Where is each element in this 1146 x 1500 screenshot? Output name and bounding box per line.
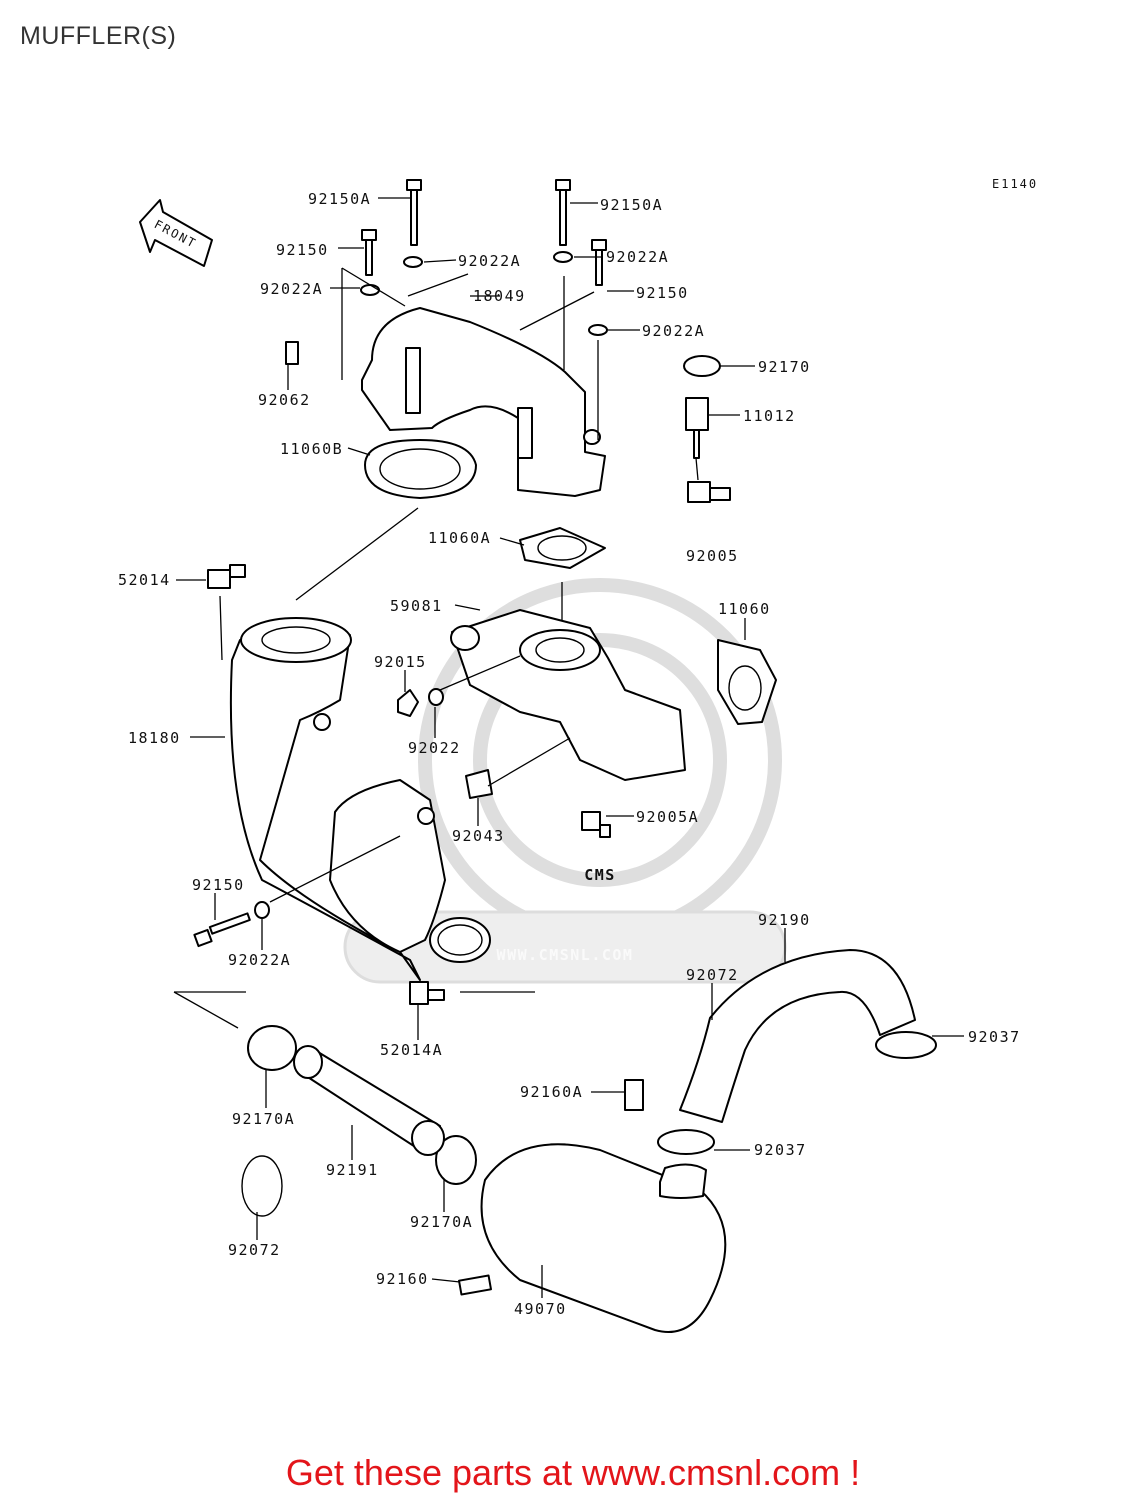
callout: 92170A xyxy=(232,1110,295,1128)
callout: 92005A xyxy=(636,808,699,826)
callout: 92072 xyxy=(686,966,739,984)
water-outlet-59081 xyxy=(450,609,686,781)
callout: 11060 xyxy=(718,600,771,618)
callout: 92150A xyxy=(308,190,371,208)
callout: 59081 xyxy=(390,597,443,615)
bolt-92150a-right xyxy=(555,179,571,246)
callout: 92022A xyxy=(260,280,323,298)
callout: 92037 xyxy=(968,1028,1021,1046)
callout: 92022A xyxy=(458,252,521,270)
page-title: MUFFLER(S) xyxy=(20,22,177,50)
tail-pipe-92190 xyxy=(679,949,916,1123)
clamps-lower xyxy=(241,1025,937,1217)
callout: 92190 xyxy=(758,911,811,929)
watermark-logo: CMS xyxy=(584,866,616,884)
gasket-11060b xyxy=(364,439,477,499)
callout: 92062 xyxy=(258,391,311,409)
parts-diagram: CMS WWW.CMSNL.COM FRONT E1140 xyxy=(118,177,1038,1333)
callouts: 92150A 92150A 92150 92022A 92022A 18049 … xyxy=(118,190,1021,1318)
callout: 92150 xyxy=(276,241,329,259)
bolt-92150-lower xyxy=(193,912,251,948)
callout: 11012 xyxy=(743,407,796,425)
callout: 49070 xyxy=(514,1300,567,1318)
gasket-11060a xyxy=(519,527,606,569)
callout: 92022 xyxy=(408,739,461,757)
callout: 92043 xyxy=(452,827,505,845)
callout: 92015 xyxy=(374,653,427,671)
front-arrow-icon: FRONT xyxy=(139,199,213,267)
callout: 92170 xyxy=(758,358,811,376)
bolt-92150-right xyxy=(591,239,607,286)
gasket-11060 xyxy=(717,639,777,725)
expansion-chamber-18180 xyxy=(229,617,491,981)
callout: 92150 xyxy=(636,284,689,302)
callout: 11060A xyxy=(428,529,491,547)
callout: 11060B xyxy=(280,440,343,458)
watermark-url: WWW.CMSNL.COM xyxy=(497,946,634,964)
clamp-92170 xyxy=(683,355,721,377)
callout: 18049 xyxy=(473,287,526,305)
callout: 52014 xyxy=(118,571,171,589)
footer-link[interactable]: Get these parts at www.cmsnl.com ! xyxy=(285,1452,861,1493)
callout: 92170A xyxy=(410,1213,473,1231)
leader-lines xyxy=(173,197,964,1298)
callout: 92072 xyxy=(228,1241,281,1259)
bolt-92150-left xyxy=(361,229,377,276)
callout: 92037 xyxy=(754,1141,807,1159)
callout: 92160A xyxy=(520,1083,583,1101)
exhaust-pipe-18049 xyxy=(361,307,606,497)
muffler-49070 xyxy=(458,1079,727,1333)
callout: 92160 xyxy=(376,1270,429,1288)
callout: 52014A xyxy=(380,1041,443,1059)
callout: 92022A xyxy=(228,951,291,969)
bolt-92150a-left xyxy=(406,179,422,246)
callout: 92022A xyxy=(606,248,669,266)
fittings xyxy=(207,341,731,1005)
diagram-code: E1140 xyxy=(992,177,1038,191)
hose-92191 xyxy=(293,1045,445,1156)
callout: 92150A xyxy=(600,196,663,214)
callout: 18180 xyxy=(128,729,181,747)
callout: 92191 xyxy=(326,1161,379,1179)
sensor-11012 xyxy=(685,397,709,459)
callout: 92022A xyxy=(642,322,705,340)
callout: 92005 xyxy=(686,547,739,565)
callout: 92150 xyxy=(192,876,245,894)
